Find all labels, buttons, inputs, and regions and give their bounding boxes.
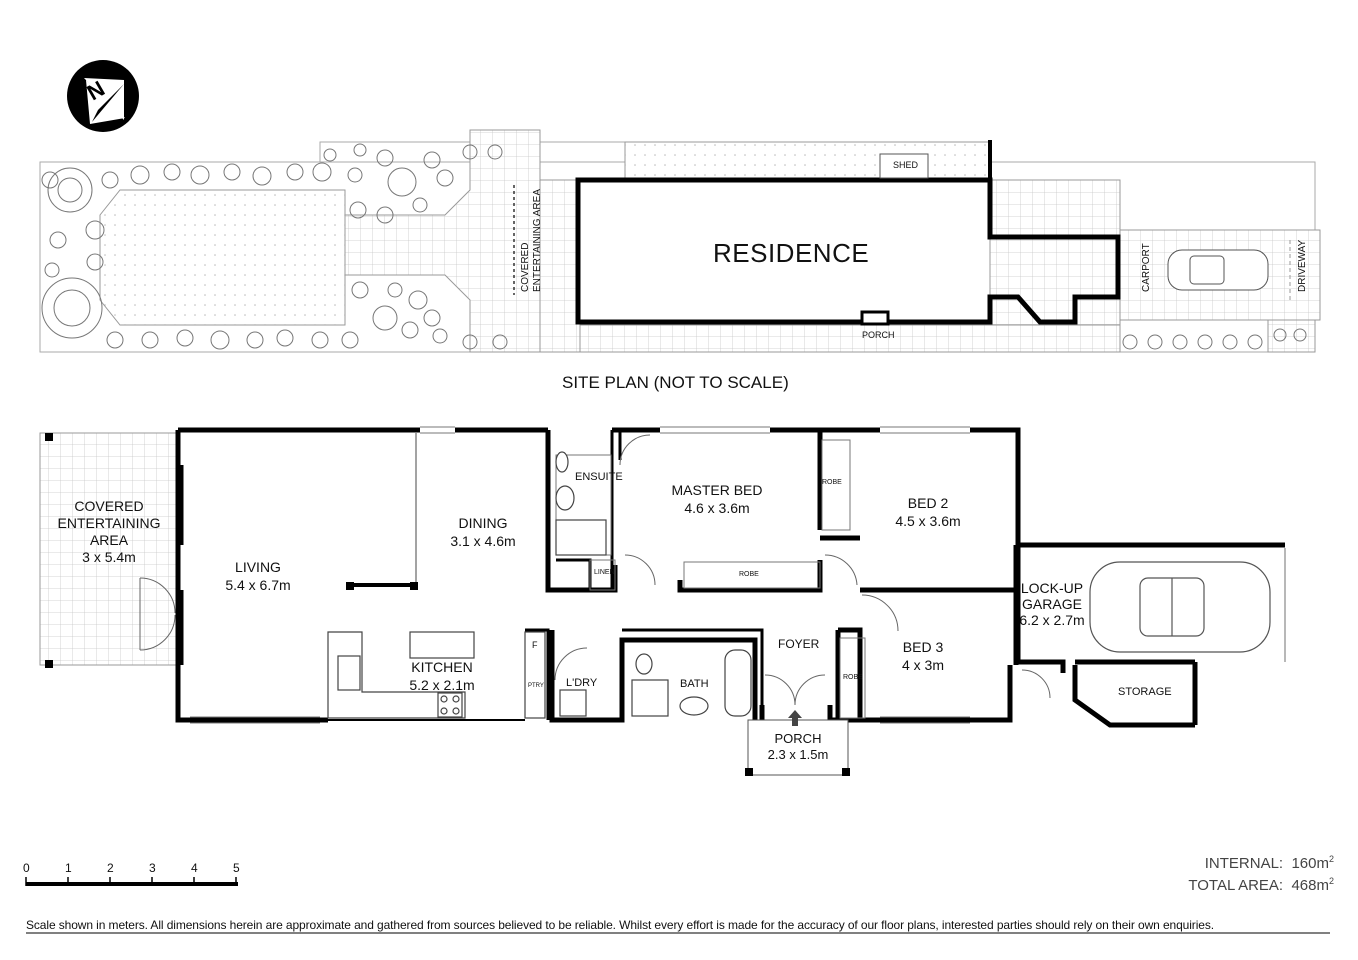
bathtub-icon: [724, 649, 752, 717]
scale-tick-0: 0: [23, 861, 30, 875]
residence-label: RESIDENCE: [713, 238, 870, 268]
scale-tick-1: 1: [65, 861, 72, 875]
fridge-label: F: [532, 640, 538, 650]
shed-label: SHED: [893, 160, 919, 170]
kitchen-island: [409, 631, 475, 659]
shower-bath-icon: [631, 679, 669, 717]
ensuite-label: ENSUITE: [575, 471, 623, 483]
carport-label: CARPORT: [1141, 243, 1152, 292]
toilet-icon: [555, 485, 575, 511]
linen-label: LINEN: [594, 569, 615, 576]
storage-label: STORAGE: [1118, 686, 1172, 698]
cooktop-icon: [437, 692, 463, 718]
back-lawn: [99, 189, 346, 326]
bath-label: BATH: [680, 678, 709, 690]
basin-icon: [679, 696, 709, 716]
garage-car-icon: [1089, 561, 1271, 653]
residence-outline: [575, 177, 1121, 325]
toilet-bath-icon: [635, 653, 653, 675]
scale-tick-5: 5: [233, 861, 240, 875]
site-plan-caption: SITE PLAN (NOT TO SCALE): [562, 373, 789, 392]
paved-courtyard: [344, 129, 541, 353]
scale-tick-3: 3: [149, 861, 156, 875]
north-compass-icon: [67, 60, 139, 132]
laundry-label: L'DRY: [566, 677, 598, 689]
scale-tick-4: 4: [191, 861, 198, 875]
laundry-tub-icon: [559, 689, 587, 717]
robe-bed2-label: ROBE: [822, 479, 842, 486]
porch-slab: [747, 719, 849, 776]
garden-shrubs: [41, 143, 1307, 350]
total-area: TOTAL AREA: 468m2: [1188, 876, 1334, 894]
disclaimer: Scale shown in meters. All dimensions he…: [26, 918, 1214, 932]
pantry-label: PTRY: [528, 683, 544, 689]
sink-icon: [337, 655, 361, 691]
shed: [879, 153, 929, 179]
pantry: [524, 631, 546, 719]
covered-area-tiles: [39, 432, 179, 666]
site-plan: [39, 129, 1321, 353]
driveway-label: DRIVEWAY: [1297, 239, 1308, 292]
shower-icon: [555, 519, 607, 556]
front-paving: [579, 324, 1121, 353]
foyer-label: FOYER: [778, 637, 820, 651]
robe-master-label: ROBE: [739, 571, 759, 578]
floor-plan: [39, 426, 1286, 776]
scale-tick-2: 2: [107, 861, 114, 875]
site-porch-label: PORCH: [862, 330, 895, 340]
entry-arrow-icon: [788, 710, 802, 726]
internal-area: INTERNAL: 160m2: [1204, 854, 1334, 872]
side-lawn: [624, 141, 991, 179]
car-icon: [1167, 249, 1269, 291]
robe-bed3-label: ROBE: [843, 674, 863, 681]
scale-bar: [25, 877, 238, 886]
kitchen-counter: [327, 631, 466, 719]
